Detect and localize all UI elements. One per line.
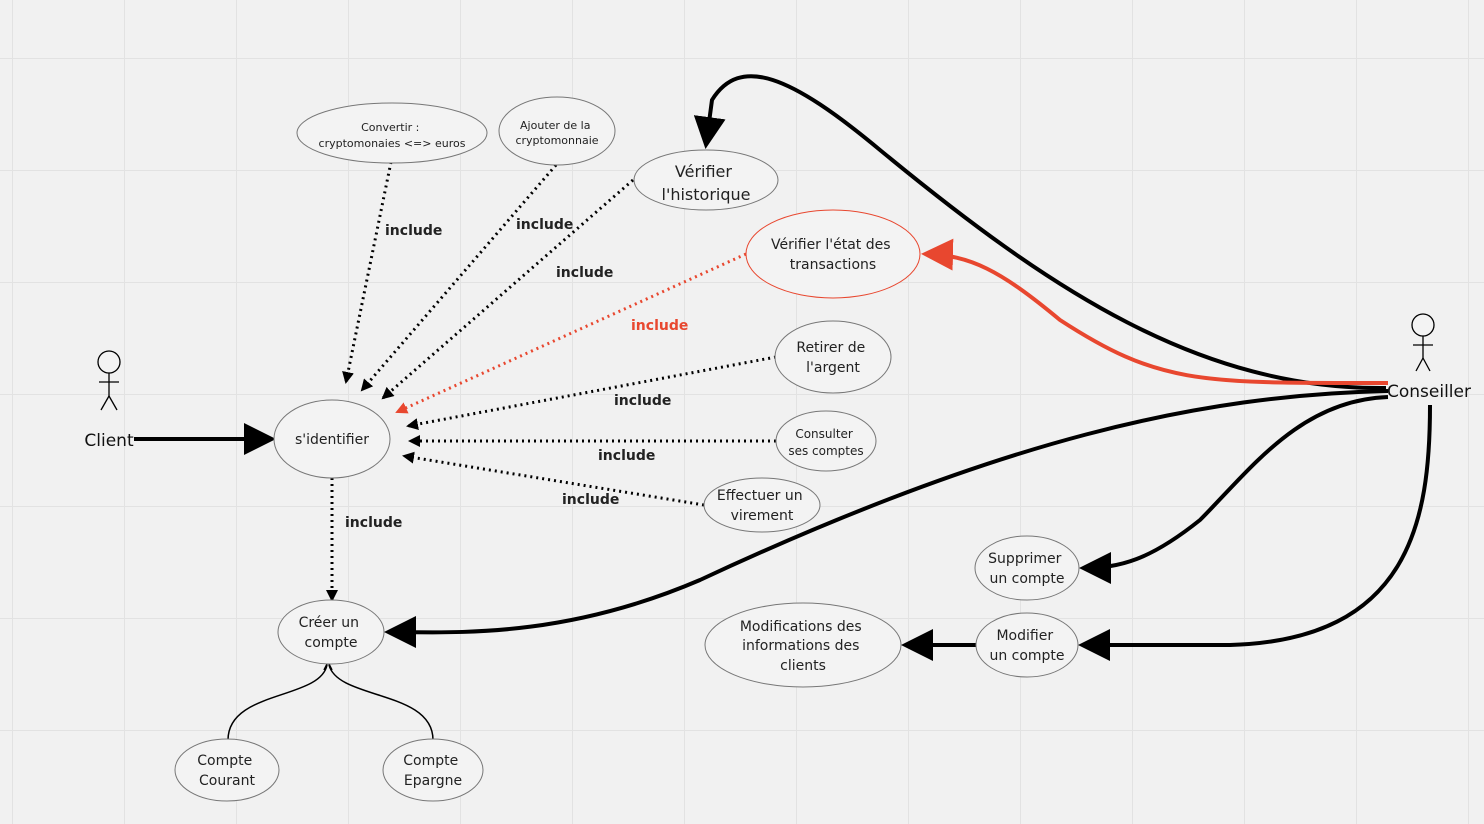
include-label-virement: include (562, 492, 619, 508)
svg-text:Convertir : cryptomonaie: Convertir : cryptomonaies <=> euros (319, 121, 466, 150)
svg-text:Retirer de l'argent: Retirer de l'argent (796, 340, 869, 376)
usecase-modifications-informations[interactable]: Modifications des informations des clien… (704, 602, 902, 688)
usecase-ajouter-crypto[interactable]: Ajouter de la cryptomonnaie (498, 96, 616, 166)
svg-text:Modifications des inform: Modifications des informations des clien… (740, 619, 866, 674)
usecase-retirer-argent[interactable]: Retirer de l'argent (774, 320, 892, 394)
assoc-conseiller-etat (921, 238, 1389, 386)
usecase-convertir[interactable]: Convertir : cryptomonaies <=> euros (296, 102, 488, 164)
usecase-compte-epargne[interactable]: Compte Epargne (382, 738, 484, 802)
svg-text:Créer un compte: Créer un compte (299, 615, 364, 651)
svg-text:Modifier un compte: Modifier un compte (989, 628, 1064, 664)
svg-text:Ajouter de la cryptomonn: Ajouter de la cryptomonnaie (515, 119, 598, 147)
svg-text:Supprimer un compte: Supprimer un compte (988, 551, 1066, 587)
svg-text:Compte Epargne: Compte Epargne (403, 753, 462, 789)
svg-text:Compte Courant: Compte Courant (197, 753, 256, 789)
include-label-historique: include (556, 265, 613, 281)
include-ajouter (360, 164, 558, 392)
assoc-conseiller-creer (384, 389, 1389, 649)
svg-text:s'identifier: s'identifier (295, 432, 369, 448)
include-etat (395, 252, 747, 414)
usecase-compte-courant[interactable]: Compte Courant (174, 738, 280, 802)
include-label-convertir: include (385, 223, 442, 239)
assoc-conseiller-historique (693, 74, 1387, 391)
include-convertir (342, 161, 393, 384)
actor-conseiller-label: Conseiller (1387, 382, 1471, 402)
svg-text:Vérifier l'état des tran: Vérifier l'état des transactions (771, 237, 895, 273)
include-retirer (406, 355, 777, 431)
usecase-creer-compte[interactable]: Créer un compte (277, 599, 385, 665)
actor-client-label: Client (84, 431, 134, 451)
include-virement (402, 451, 705, 507)
usecase-supprimer-compte[interactable]: Supprimer un compte (974, 535, 1080, 601)
assoc-conseiller-modifier (1078, 404, 1432, 661)
usecase-consulter-comptes[interactable]: Consulter ses comptes (775, 410, 877, 472)
usecase-modifier-compte[interactable]: Modifier un compte (975, 612, 1079, 678)
svg-text:Effectuer un virement: Effectuer un virement (717, 488, 807, 524)
generalization-epargne (328, 664, 434, 741)
actor-client[interactable]: Client (84, 350, 134, 451)
usecase-verifier-etat-transactions[interactable]: Vérifier l'état des transactions (745, 209, 921, 299)
include-label-creer: include (345, 515, 402, 531)
generalization-courant (227, 664, 328, 741)
assoc-conseiller-supprimer (1079, 395, 1389, 584)
usecase-verifier-historique[interactable]: Vérifier l'historique (633, 149, 779, 211)
svg-text:Vérifier l'historique: Vérifier l'historique (662, 162, 751, 204)
include-historique (381, 178, 634, 400)
include-label-ajouter: include (516, 217, 573, 233)
include-label-retirer: include (614, 393, 671, 409)
include-label-etat: include (631, 318, 688, 334)
stick-figure-icon (1411, 313, 1435, 372)
svg-text:Consulter ses comptes: Consulter ses comptes (788, 427, 863, 458)
stick-figure-icon (97, 350, 121, 411)
usecase-effectuer-virement[interactable]: Effectuer un virement (703, 477, 821, 533)
actor-conseiller[interactable]: Conseiller (1387, 313, 1471, 402)
include-label-consulter: include (598, 448, 655, 464)
usecase-s-identifier[interactable]: s'identifier (273, 399, 391, 479)
